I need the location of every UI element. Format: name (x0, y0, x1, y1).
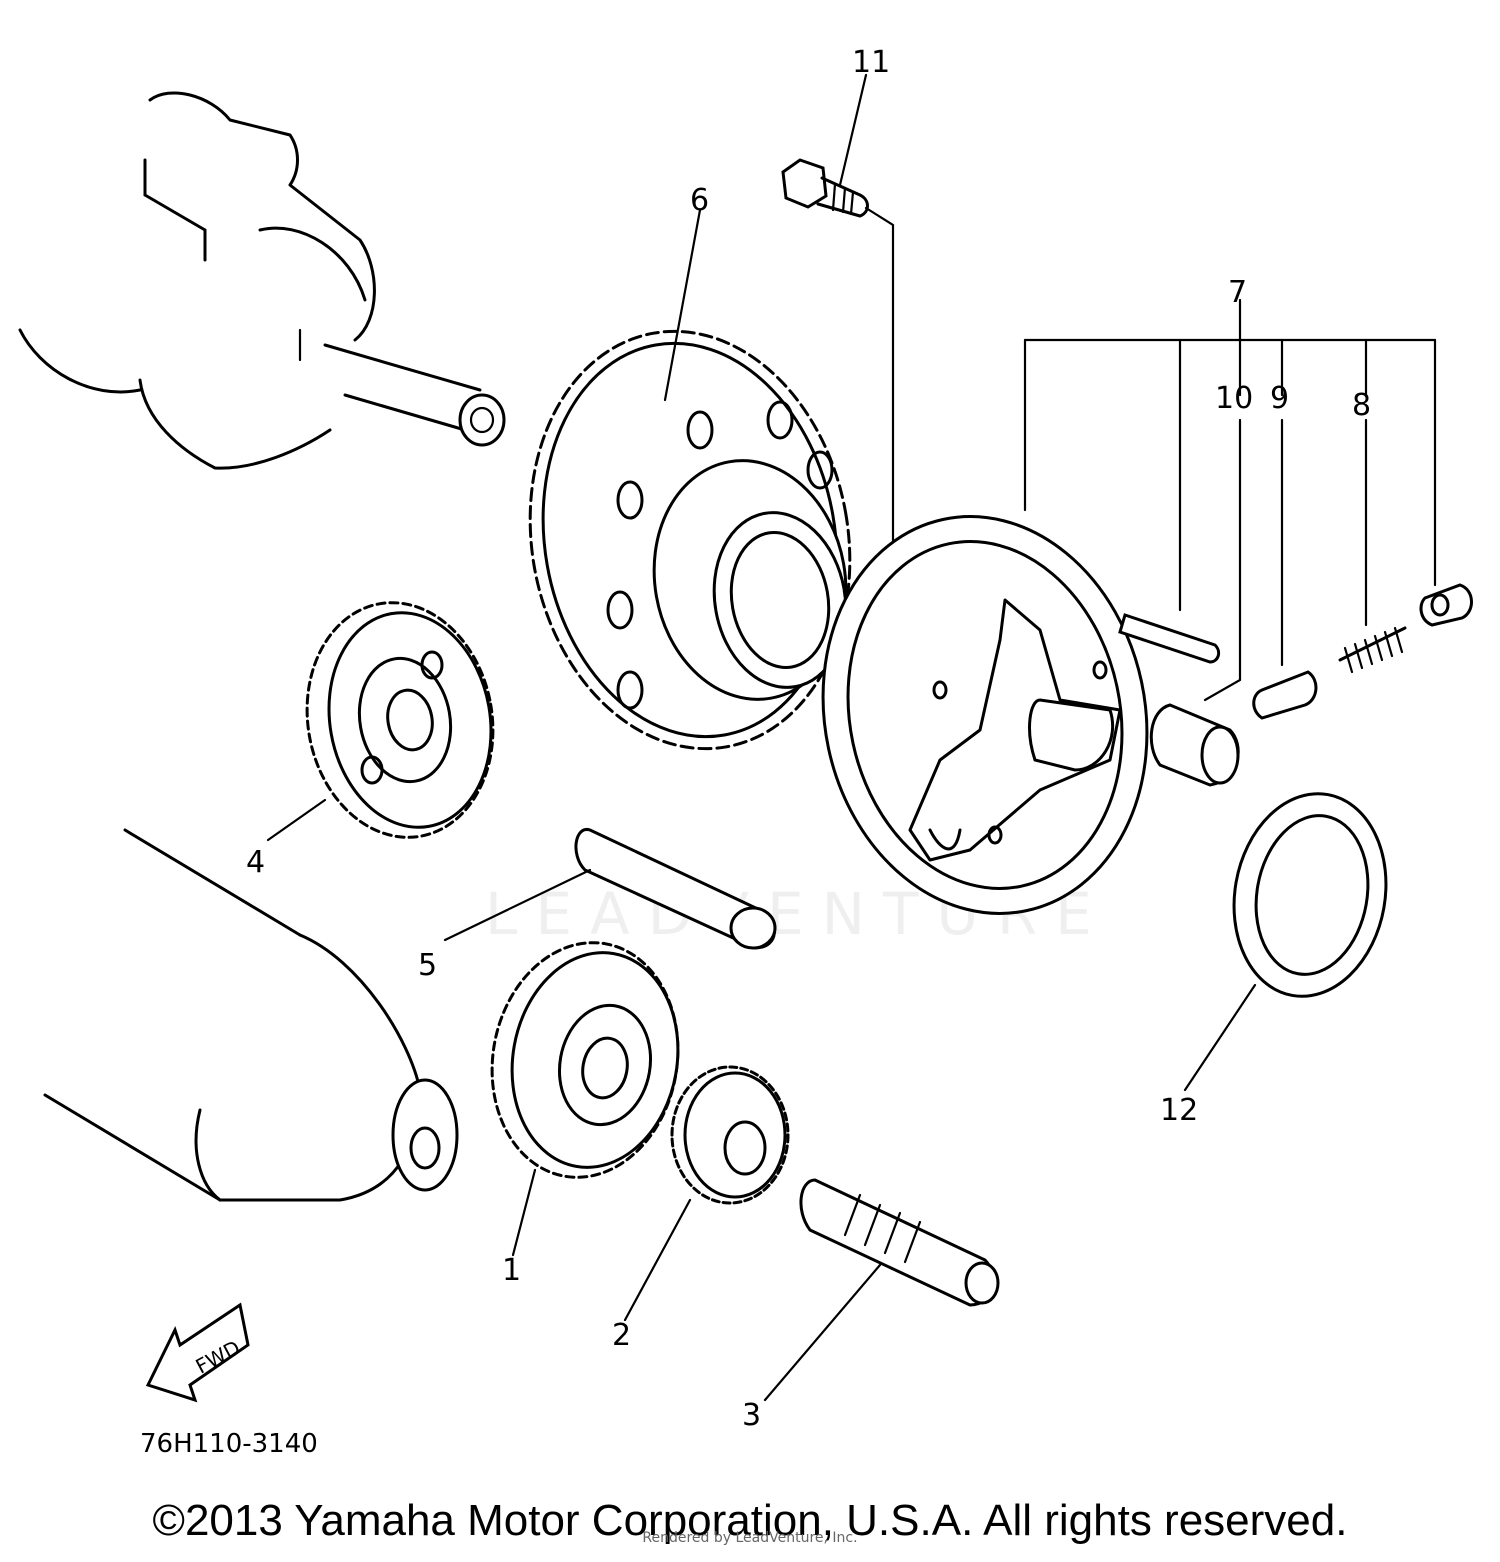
callout-8: 8 (1352, 388, 1371, 423)
callout-bracket-7 (1023, 298, 1437, 702)
callout-4: 4 (246, 845, 265, 880)
callout-12: 12 (1160, 1093, 1198, 1128)
shaft-part-5 (574, 828, 777, 950)
starter-clutch-part-7 (821, 515, 1149, 915)
roller-part-10 (1149, 703, 1240, 787)
leader-lines (266, 73, 1257, 1402)
idle-gear-part-4 (305, 601, 495, 839)
fwd-arrow-icon: FWD (145, 1302, 250, 1403)
crankshaft-part (18, 91, 506, 470)
callout-9: 9 (1270, 381, 1289, 416)
rendered-by-note: Rendered by LeadVenture, Inc. (642, 1530, 858, 1546)
callout-5: 5 (418, 948, 437, 983)
starter-wheel-gear-part-6 (528, 329, 852, 751)
gear-part-1 (490, 941, 680, 1179)
washer-part-12 (1232, 792, 1388, 998)
diagram-id: 76H110-3140 (140, 1429, 318, 1459)
copyright-notice: ©2013 Yamaha Motor Corporation, U.S.A. A… (152, 1496, 1348, 1545)
pin-part (1118, 613, 1221, 664)
callout-1: 1 (502, 1253, 521, 1288)
callout-2: 2 (612, 1318, 631, 1353)
callout-7: 7 (1228, 275, 1247, 310)
cap-part (1419, 583, 1473, 627)
plunger-part-9 (1252, 670, 1318, 720)
callout-6: 6 (690, 183, 709, 218)
callout-3: 3 (742, 1398, 761, 1433)
starter-motor-part (43, 828, 459, 1202)
gear-part-2 (670, 1065, 790, 1205)
callout-11: 11 (852, 45, 890, 80)
spring-part-8 (1338, 626, 1407, 674)
splined-shaft-part-3 (799, 1178, 1000, 1307)
callout-10: 10 (1215, 381, 1253, 416)
